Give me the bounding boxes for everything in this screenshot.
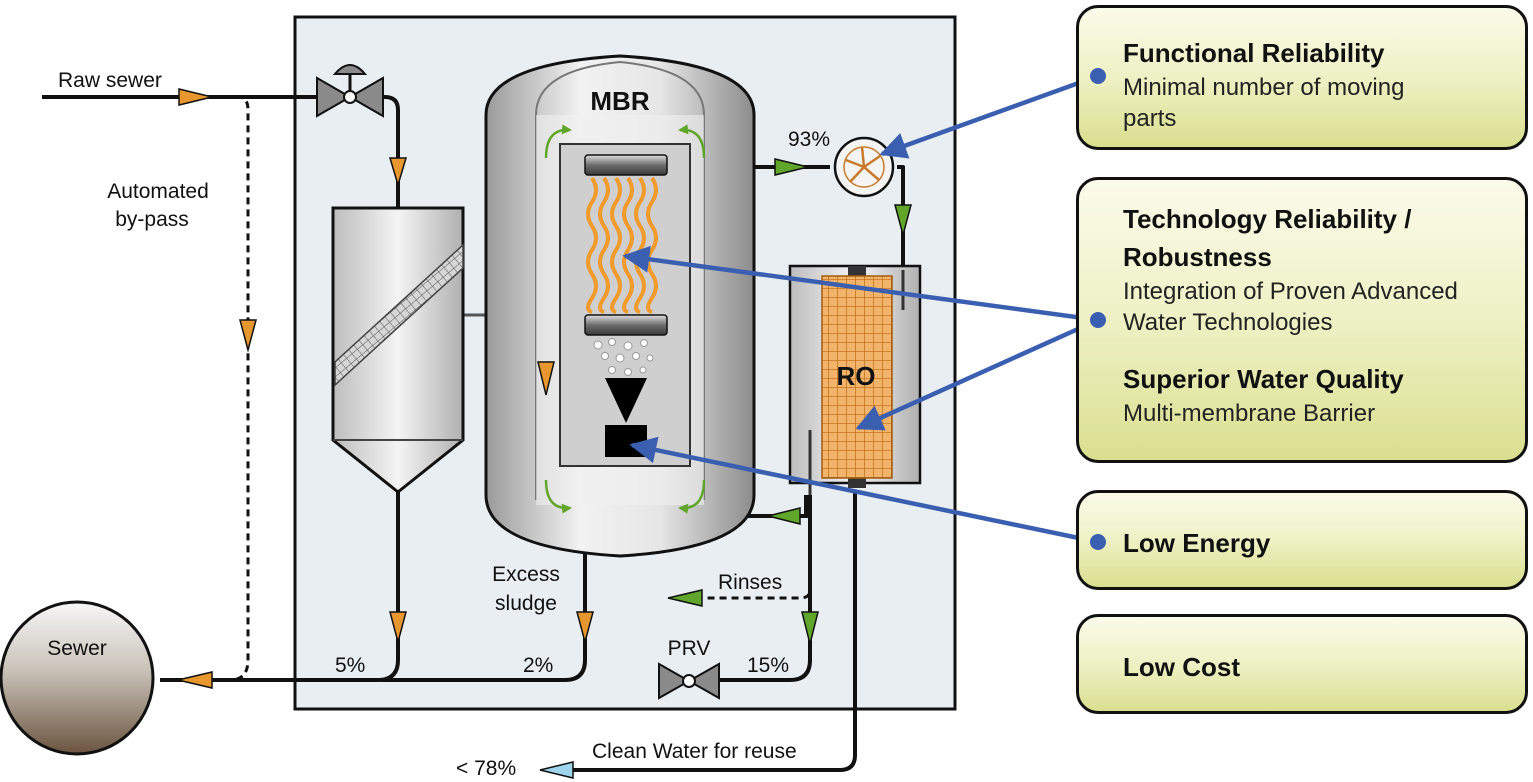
flow-arrow-icon: [177, 88, 594, 689]
pct-5-label: 5%: [335, 654, 365, 677]
pct-93-label: 93%: [788, 128, 830, 151]
clean-water-label: Clean Water for reuse: [592, 740, 797, 763]
settler-tank: [331, 206, 465, 494]
card-title: Technology Reliability /: [1123, 204, 1412, 234]
flow-arrow-icon: [667, 158, 912, 645]
card-text: Integration of Proven Advanced: [1123, 278, 1458, 305]
sewer-tank: [0, 600, 155, 756]
pct-2-label: 2%: [523, 654, 553, 677]
valve-icon: [316, 64, 384, 118]
card-title: Low Cost: [1123, 652, 1240, 682]
pct-78-label: < 78%: [456, 757, 516, 780]
bypass-label-2: by-pass: [115, 208, 189, 231]
bypass-label-1: Automated: [107, 180, 209, 203]
mbr-vessel: [484, 54, 756, 558]
prv-valve-icon: [658, 662, 720, 700]
card-functional-reliability: Functional Reliability Minimal number of…: [1076, 5, 1528, 150]
card-text: Multi-membrane Barrier: [1123, 400, 1376, 427]
ro-unit: [788, 264, 922, 495]
pct-15-label: 15%: [747, 654, 789, 677]
prv-label: PRV: [668, 637, 711, 660]
bypass-line: [212, 95, 250, 682]
pump-icon: [833, 136, 895, 198]
card-text: Water Technologies: [1123, 309, 1333, 336]
excess-sludge-label-2: sludge: [495, 592, 557, 615]
rinses-label: Rinses: [718, 571, 782, 594]
flow-arrow-icon: [539, 761, 574, 779]
card-title: Functional Reliability: [1123, 38, 1385, 68]
card-text: parts: [1123, 105, 1177, 132]
card-title: Low Energy: [1123, 528, 1271, 558]
rinses-line: [700, 570, 812, 600]
mbr-label: MBR: [590, 86, 649, 116]
card-title: Robustness: [1123, 242, 1272, 272]
pointer-arrows: [622, 73, 1099, 545]
card-low-energy: Low Energy: [1076, 490, 1528, 590]
excess-sludge-label-1: Excess: [492, 563, 560, 586]
sewer-label: Sewer: [47, 637, 107, 660]
ro-label: RO: [837, 361, 876, 391]
card-technology-reliability: Technology Reliability / Robustness Inte…: [1076, 177, 1528, 463]
raw-sewer-label: Raw sewer: [58, 69, 162, 92]
card-text: Minimal number of moving: [1123, 74, 1405, 101]
card-title: Superior Water Quality: [1123, 364, 1404, 394]
card-low-cost: Low Cost: [1076, 614, 1528, 714]
